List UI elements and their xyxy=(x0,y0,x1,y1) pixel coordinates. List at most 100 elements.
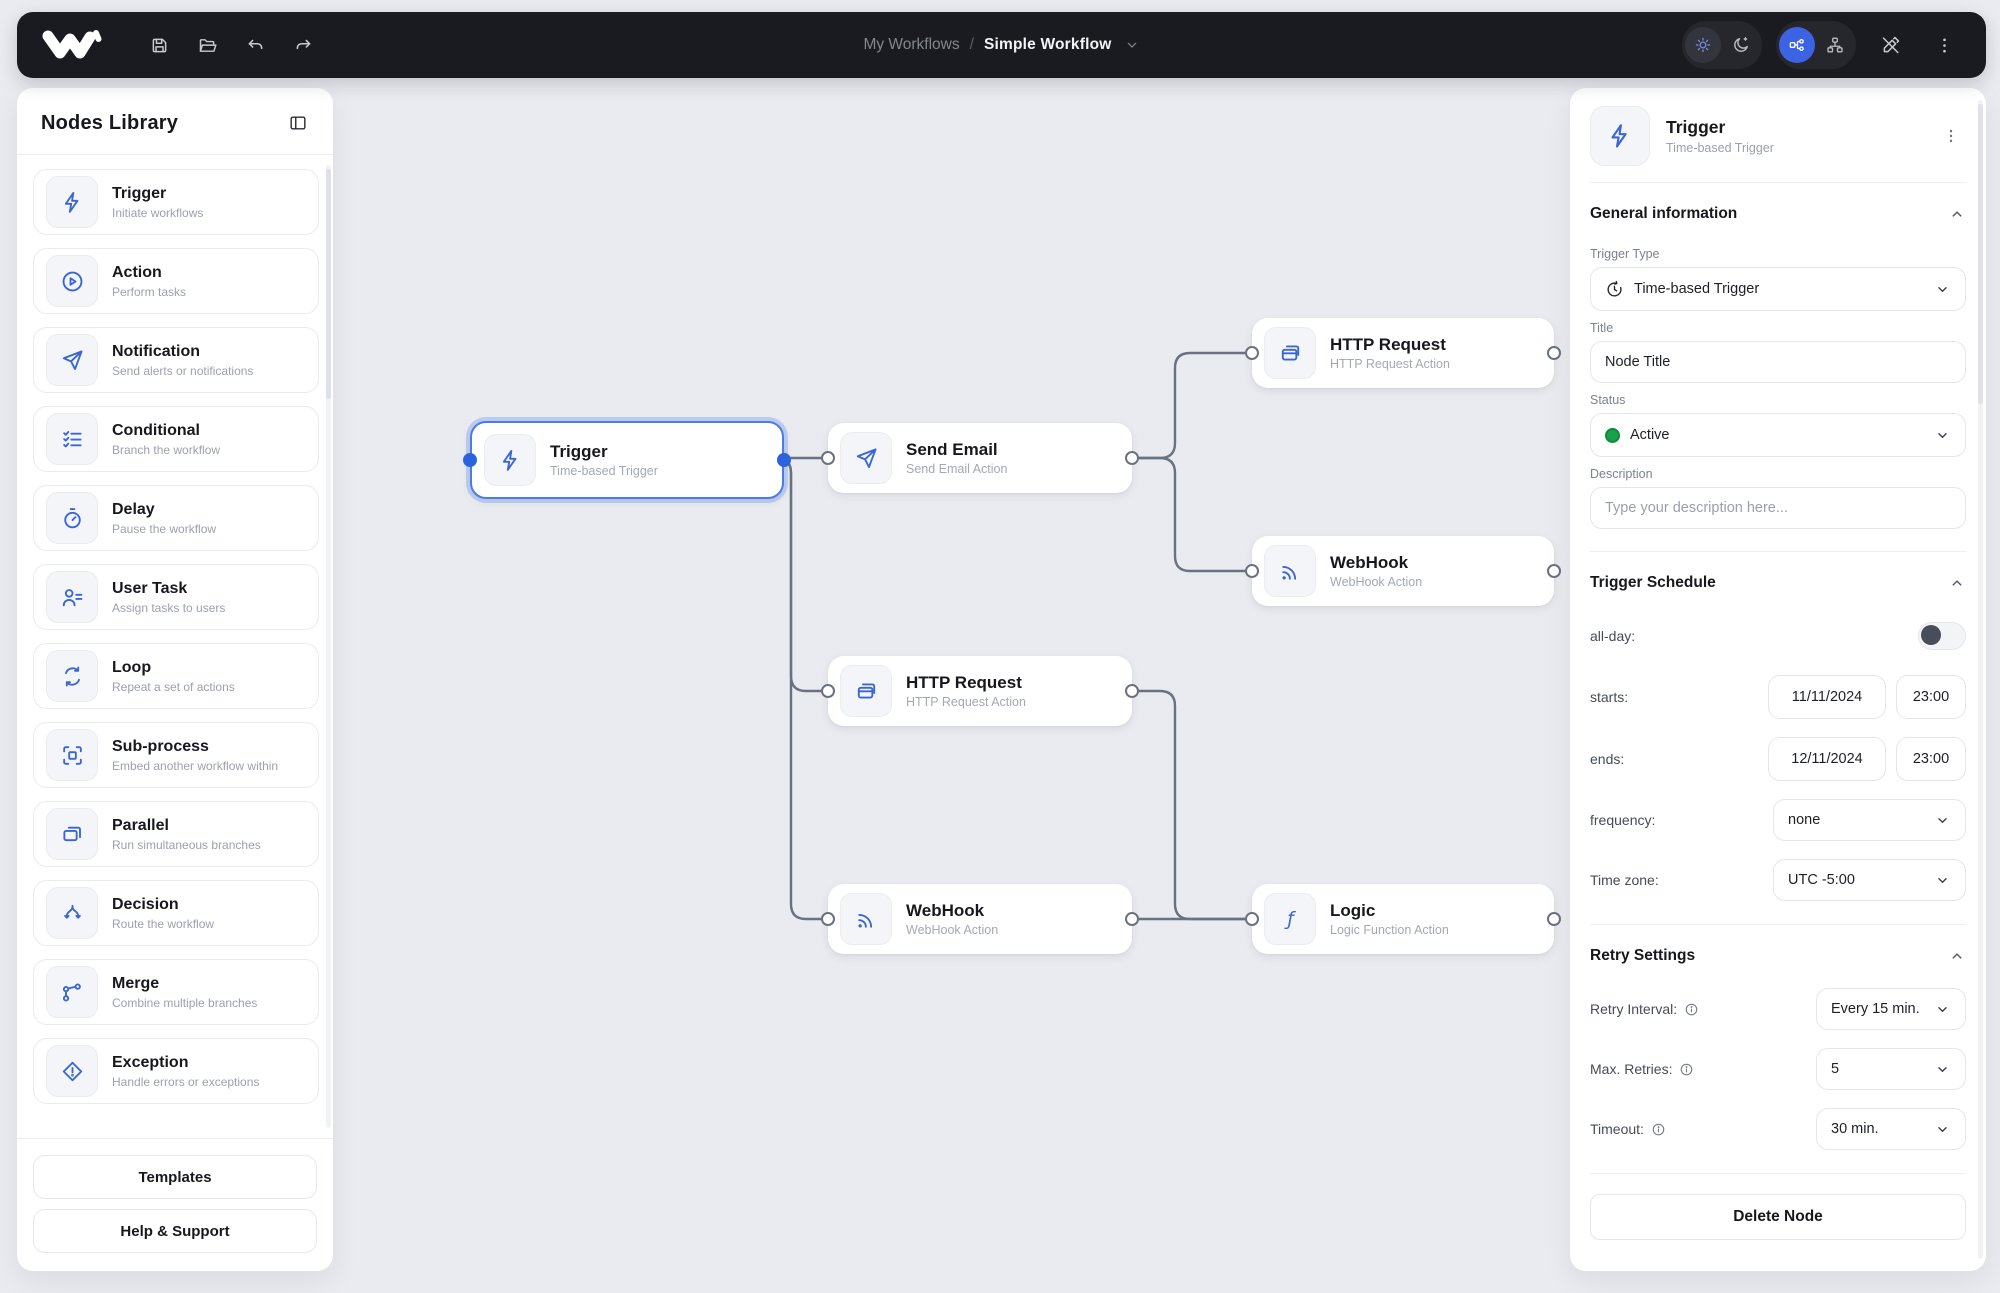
canvas-node-logic[interactable]: ƒ Logic Logic Function Action xyxy=(1245,884,1561,954)
node-title-input[interactable] xyxy=(1590,341,1966,383)
library-item-merge[interactable]: Merge Combine multiple branches xyxy=(33,959,319,1025)
ends-time-input[interactable]: 23:00 xyxy=(1896,737,1966,781)
canvas-node-webhook-2[interactable]: WebHook WebHook Action xyxy=(821,884,1139,954)
library-item-delay[interactable]: Delay Pause the workflow xyxy=(33,485,319,551)
light-mode-button[interactable] xyxy=(1685,27,1721,63)
input-port[interactable] xyxy=(1245,912,1259,926)
output-port[interactable] xyxy=(1547,912,1561,926)
sub-process-icon xyxy=(46,729,98,781)
inspector-subtitle: Time-based Trigger xyxy=(1666,141,1774,155)
output-port[interactable] xyxy=(1547,564,1561,578)
info-icon[interactable] xyxy=(1651,1122,1666,1137)
info-icon[interactable] xyxy=(1679,1062,1694,1077)
timezone-value: UTC -5:00 xyxy=(1788,872,1855,888)
collapse-sidebar-button[interactable] xyxy=(285,110,311,136)
hierarchy-view-button[interactable] xyxy=(1817,27,1853,63)
ends-row: ends: 12/11/2024 23:00 xyxy=(1590,737,1966,781)
stopwatch-icon xyxy=(46,492,98,544)
breadcrumb-parent[interactable]: My Workflows xyxy=(863,36,960,53)
library-item-notification[interactable]: Notification Send alerts or notification… xyxy=(33,327,319,393)
output-port[interactable] xyxy=(1125,451,1139,465)
input-port[interactable] xyxy=(821,451,835,465)
section-general-information[interactable]: General information xyxy=(1590,205,1966,223)
chevron-down-icon xyxy=(1938,286,1947,292)
library-item-conditional[interactable]: Conditional Branch the workflow xyxy=(33,406,319,472)
library-item-loop[interactable]: Loop Repeat a set of actions xyxy=(33,643,319,709)
item-description: Combine multiple branches xyxy=(112,995,258,1010)
input-port[interactable] xyxy=(821,912,835,926)
section-trigger-schedule[interactable]: Trigger Schedule xyxy=(1590,574,1966,592)
item-description: Initiate workflows xyxy=(112,205,204,220)
node-subtitle: Time-based Trigger xyxy=(550,464,658,478)
ends-date-input[interactable]: 12/11/2024 xyxy=(1768,737,1886,781)
more-options-button[interactable] xyxy=(1924,25,1964,65)
node-options-button[interactable] xyxy=(1936,121,1966,151)
output-port[interactable] xyxy=(777,453,791,467)
save-button[interactable] xyxy=(139,25,179,65)
open-workflow-button[interactable] xyxy=(187,25,227,65)
node-subtitle: HTTP Request Action xyxy=(906,695,1026,709)
max-retries-select[interactable]: 5 xyxy=(1816,1048,1966,1090)
input-port[interactable] xyxy=(1245,564,1259,578)
templates-button[interactable]: Templates xyxy=(33,1155,317,1199)
starts-time-input[interactable]: 23:00 xyxy=(1896,675,1966,719)
trigger-type-select[interactable]: Time-based Trigger xyxy=(1590,267,1966,311)
item-label: Decision xyxy=(112,895,179,913)
inspector-scrollbar-thumb[interactable] xyxy=(1978,104,1983,404)
redo-button[interactable] xyxy=(283,25,323,65)
panel-left-icon xyxy=(290,116,306,130)
chevron-up-icon xyxy=(1948,205,1966,223)
edge-sendemail-webhook1 xyxy=(1106,456,1254,573)
library-item-trigger[interactable]: Trigger Initiate workflows xyxy=(33,169,319,235)
kebab-menu-icon xyxy=(1949,129,1953,143)
pen-off-icon xyxy=(1882,36,1899,53)
dark-mode-button[interactable] xyxy=(1723,27,1759,63)
edit-lock-button[interactable] xyxy=(1870,25,1910,65)
canvas-node-trigger[interactable]: Trigger Time-based Trigger xyxy=(463,421,791,499)
canvas-node-webhook-1[interactable]: WebHook WebHook Action xyxy=(1245,536,1561,606)
folder-open-icon xyxy=(199,38,217,52)
node-title: Trigger xyxy=(550,442,608,461)
input-port[interactable] xyxy=(1245,346,1259,360)
item-description: Handle errors or exceptions xyxy=(112,1074,260,1089)
all-day-label: all-day: xyxy=(1590,628,1636,644)
sidebar-scrollbar-thumb[interactable] xyxy=(326,169,331,399)
timezone-row: Time zone: UTC -5:00 xyxy=(1590,859,1966,901)
output-port[interactable] xyxy=(1547,346,1561,360)
workflow-switcher-chevron[interactable] xyxy=(1124,37,1140,53)
input-port[interactable] xyxy=(463,453,477,467)
flow-view-button[interactable] xyxy=(1779,27,1815,63)
library-item-user-task[interactable]: User Task Assign tasks to users xyxy=(33,564,319,630)
section-title: General information xyxy=(1590,205,1738,222)
frequency-select[interactable]: none xyxy=(1773,799,1966,841)
item-label: Merge xyxy=(112,974,160,992)
help-support-button[interactable]: Help & Support xyxy=(33,1209,317,1253)
breadcrumb-current[interactable]: Simple Workflow xyxy=(983,36,1112,53)
canvas-node-send-email[interactable]: Send Email Send Email Action xyxy=(821,423,1139,493)
item-description: Perform tasks xyxy=(112,284,187,299)
input-port[interactable] xyxy=(821,684,835,698)
status-select[interactable]: Active xyxy=(1590,413,1966,457)
undo-button[interactable] xyxy=(235,25,275,65)
description-input[interactable] xyxy=(1590,487,1966,529)
library-item-decision[interactable]: Decision Route the workflow xyxy=(33,880,319,946)
canvas-node-http-request-2[interactable]: HTTP Request HTTP Request Action xyxy=(821,656,1139,726)
delete-node-button[interactable]: Delete Node xyxy=(1590,1194,1966,1240)
timezone-select[interactable]: UTC -5:00 xyxy=(1773,859,1966,901)
all-day-toggle[interactable] xyxy=(1918,622,1966,650)
output-port[interactable] xyxy=(1125,912,1139,926)
info-icon[interactable] xyxy=(1684,1002,1699,1017)
item-description: Send alerts or notifications xyxy=(112,363,254,378)
library-item-sub-process[interactable]: Sub-process Embed another workflow withi… xyxy=(33,722,319,788)
section-retry-settings[interactable]: Retry Settings xyxy=(1590,947,1966,965)
library-item-parallel[interactable]: Parallel Run simultaneous branches xyxy=(33,801,319,867)
retry-interval-select[interactable]: Every 15 min. xyxy=(1816,988,1966,1030)
library-item-exception[interactable]: Exception Handle errors or exceptions xyxy=(33,1038,319,1104)
decision-icon xyxy=(46,887,98,939)
starts-date-input[interactable]: 11/11/2024 xyxy=(1768,675,1886,719)
output-port[interactable] xyxy=(1125,684,1139,698)
section-title: Retry Settings xyxy=(1590,947,1696,964)
library-item-action[interactable]: Action Perform tasks xyxy=(33,248,319,314)
timeout-select[interactable]: 30 min. xyxy=(1816,1108,1966,1150)
canvas-node-http-request-1[interactable]: HTTP Request HTTP Request Action xyxy=(1245,318,1561,388)
